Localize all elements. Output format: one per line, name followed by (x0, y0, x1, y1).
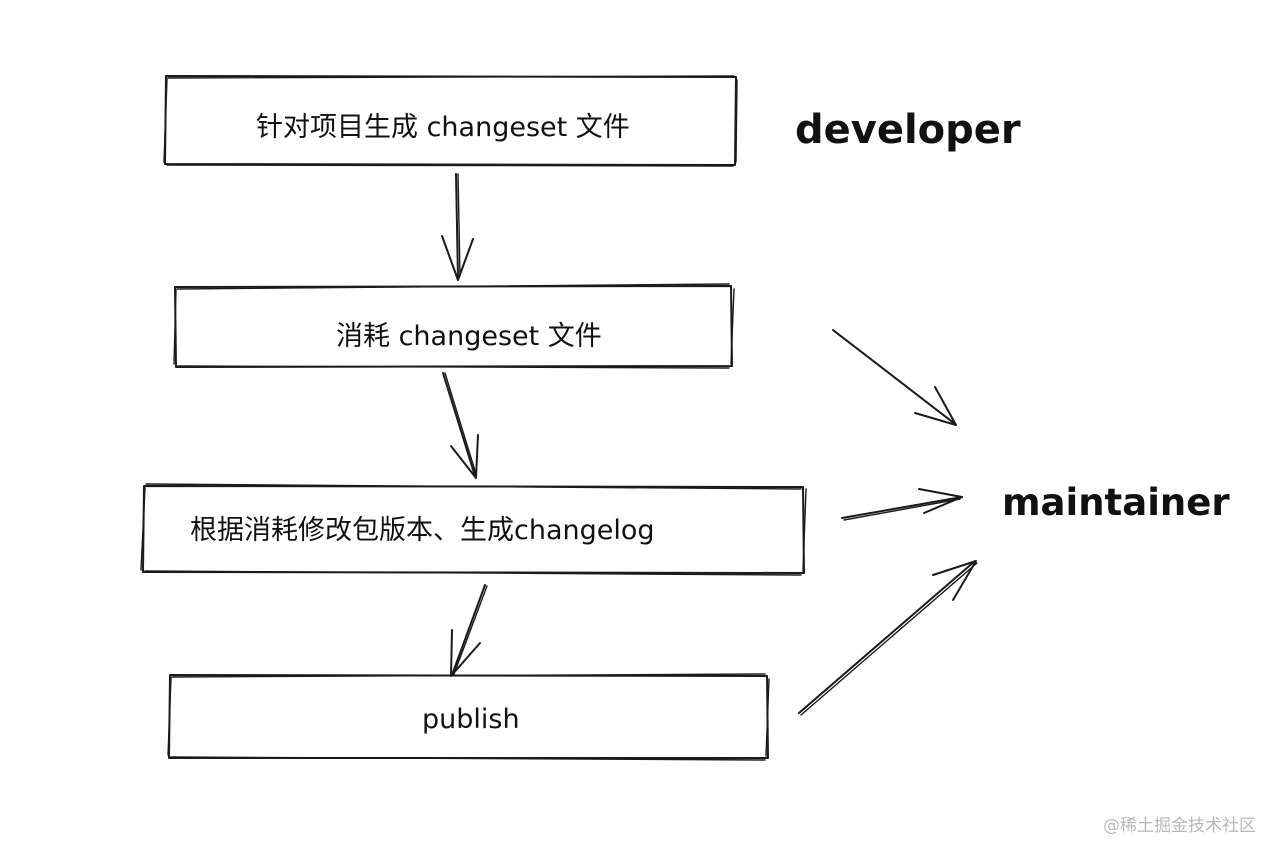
arrow-step2-to-maintainer (832, 329, 957, 426)
arrow-step3-to-step4 (450, 584, 488, 677)
step-label-3: 根据消耗修改包版本、生成changelog (190, 515, 655, 546)
watermark: @稀土掘金技术社区 (1103, 816, 1256, 836)
step-label-1: 针对项目生成 changeset 文件 (256, 112, 630, 143)
arrow-step4-to-maintainer (798, 560, 978, 716)
step-box-2: 消耗 changeset 文件 (173, 283, 735, 369)
developer-label: developer (795, 107, 1021, 153)
arrow-step3-to-maintainer (841, 488, 963, 521)
arrow-step1-to-step2 (441, 173, 474, 281)
step-box-4: publish (167, 673, 770, 761)
step-box-1: 针对项目生成 changeset 文件 (163, 75, 738, 167)
step-box-3: 根据消耗修改包版本、生成changelog (140, 483, 807, 576)
step-label-2: 消耗 changeset 文件 (336, 321, 602, 352)
arrow-step2-to-step3 (442, 372, 479, 479)
maintainer-label: maintainer (1002, 481, 1230, 524)
step-label-4: publish (422, 704, 520, 735)
